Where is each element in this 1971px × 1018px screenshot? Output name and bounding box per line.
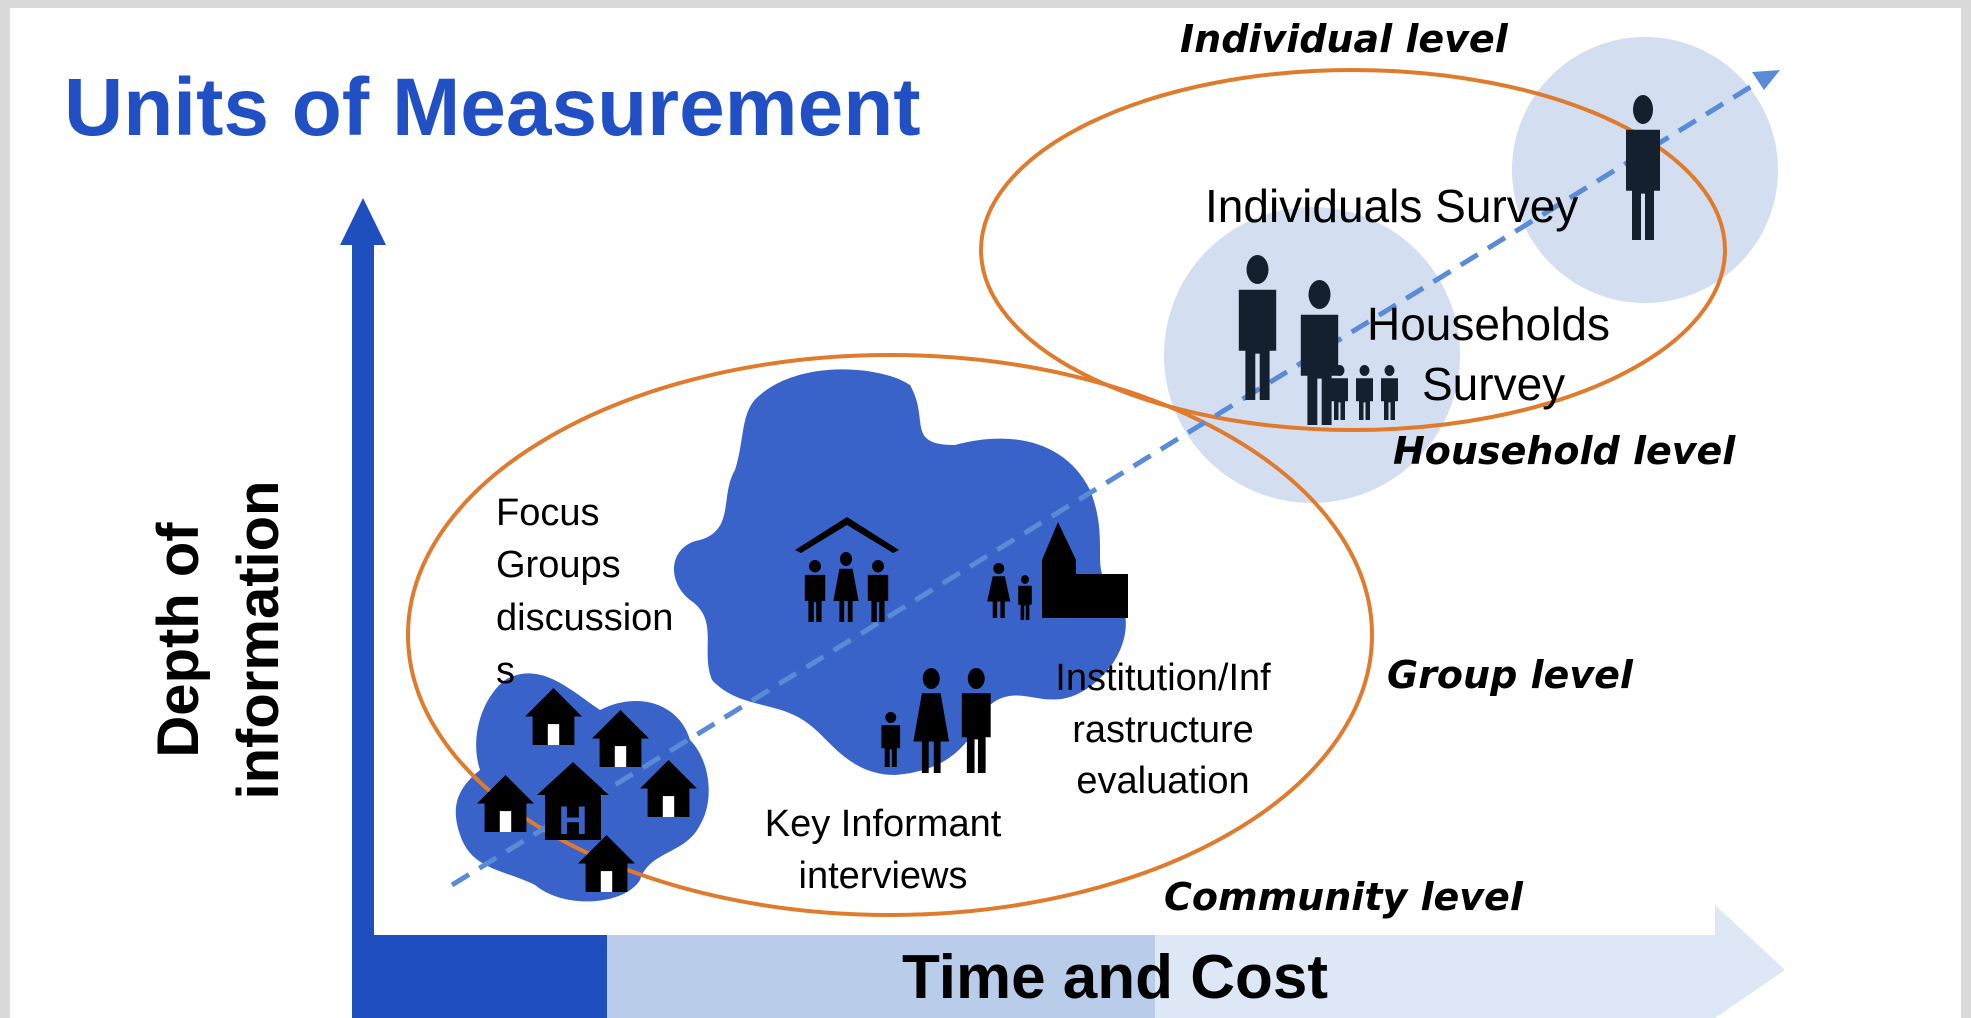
trend-arrow — [450, 70, 1780, 888]
households-survey-label-2: Survey — [1422, 358, 1565, 410]
focus-groups-label-3: discussion — [496, 597, 673, 639]
key-informant-label-1: Key Informant — [765, 803, 1002, 845]
individual-household-ellipse — [979, 68, 1727, 432]
institution-label-3: evaluation — [1076, 760, 1249, 802]
households-survey-label-1: Households — [1367, 298, 1610, 350]
focus-groups-label-2: Groups — [496, 544, 621, 586]
hospital-icon: H — [537, 762, 609, 843]
group-level-label: Group level — [1387, 653, 1634, 697]
institution-label-2: rastructure — [1072, 709, 1254, 751]
individual-level-label: Individual level — [1180, 17, 1509, 61]
x-axis-label: Time and Cost — [902, 943, 1328, 1012]
page-title: Units of Measurement — [64, 62, 921, 153]
institution-label-1: Institution/Inf — [1055, 657, 1271, 699]
focus-groups-label-4: s — [496, 650, 515, 692]
household-level-label: Household level — [1393, 429, 1736, 473]
y-axis-label-line1: Depth of — [146, 522, 211, 758]
family-icon — [795, 517, 899, 622]
y-axis-label-line2: information — [226, 481, 291, 800]
community-level-label: Community level — [1164, 875, 1524, 919]
time-cost-arrow — [352, 905, 1785, 1018]
group-community-ellipse — [406, 353, 1374, 917]
y-axis-label: Depth of information — [146, 481, 291, 800]
group-blob — [673, 369, 1126, 775]
focus-groups-label-1: Focus — [496, 492, 599, 534]
key-informant-label-2: interviews — [799, 855, 968, 897]
svg-text:H: H — [559, 799, 588, 843]
depth-axis-arrow — [340, 198, 386, 940]
individuals-survey-label: Individuals Survey — [1205, 180, 1578, 232]
church-icon — [987, 522, 1128, 620]
